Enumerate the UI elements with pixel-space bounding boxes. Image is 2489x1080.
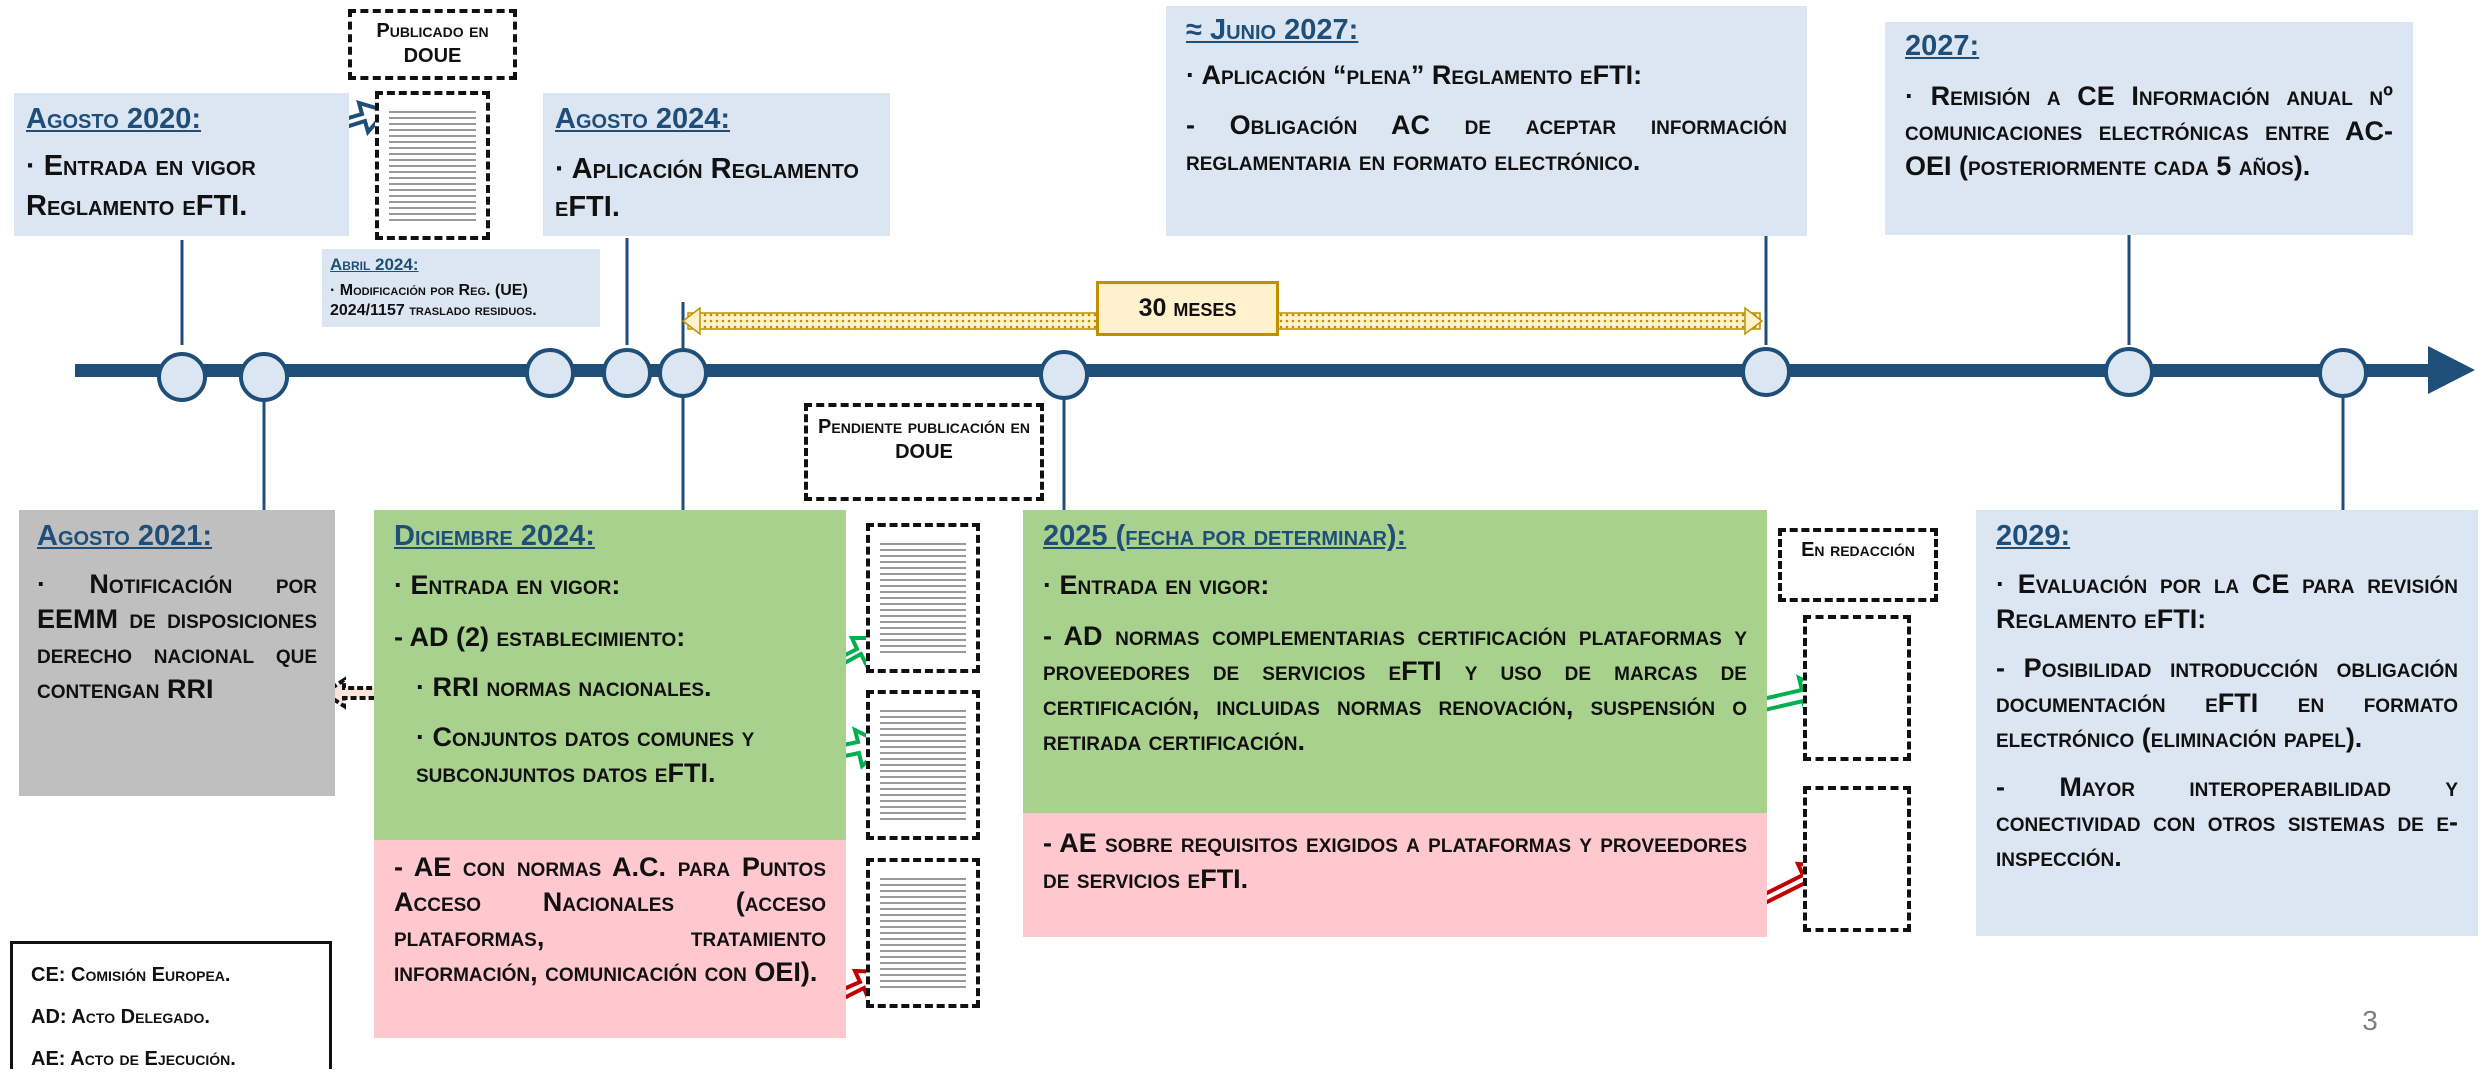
publicado-label: Publicado en DOUE xyxy=(348,9,517,80)
publicado-text: Publicado en DOUE xyxy=(376,20,489,67)
document-ad1-thumbnail xyxy=(866,523,980,673)
legend-item: CE: Comisión Europea. xyxy=(31,964,231,986)
thirty-months-label: 30 meses xyxy=(1096,281,1279,336)
event-line: · Notificación por EEMM de disposiciones… xyxy=(37,569,317,704)
node-agosto2021 xyxy=(239,352,289,402)
event-line: - AD (2) establecimiento: xyxy=(394,622,686,652)
event-y2029: 2029: · Evaluación por la CE para revisi… xyxy=(1976,510,2478,936)
event-line: - AE sobre requisitos exigidos a platafo… xyxy=(1043,828,1747,894)
document-ae-thumbnail xyxy=(866,858,980,1008)
event-title: Diciembre 2024: xyxy=(394,520,595,552)
event-title: Agosto 2024: xyxy=(555,103,731,135)
event-line: · Aplicación Reglamento eFTI. xyxy=(555,153,859,223)
node-junio2027 xyxy=(1741,347,1791,397)
node-abril2024 xyxy=(525,348,575,398)
event-agosto2020: Agosto 2020: · Entrada en vigor Reglamen… xyxy=(14,93,349,236)
node-y2025 xyxy=(1039,350,1089,400)
event-line: · Entrada en vigor: xyxy=(394,570,621,600)
event-title: Abril 2024: xyxy=(330,255,419,274)
node-agosto2024 xyxy=(602,348,652,398)
document-pending-1-placeholder xyxy=(1803,615,1911,761)
redaccion-text: En redacción xyxy=(1801,539,1915,561)
pendiente-label: Pendiente publicación en DOUE xyxy=(804,403,1044,501)
event-line: · Evaluación por la CE para revisión Reg… xyxy=(1996,569,2458,634)
page-number: 3 xyxy=(2362,1005,2378,1036)
thirty-months-text: 30 meses xyxy=(1138,294,1237,322)
event-agosto2021: Agosto 2021: · Notificación por EEMM de … xyxy=(19,510,335,796)
event-line: · Conjuntos datos comunes y subconjuntos… xyxy=(416,722,755,788)
event-line: · Modificación por Reg. (UE) 2024/1157 t… xyxy=(330,282,537,319)
event-line: · RRI normas nacionales. xyxy=(416,672,712,702)
event-title: ≈ Junio 2027: xyxy=(1186,14,1359,46)
node-y2029 xyxy=(2318,348,2368,398)
span-arrow-left xyxy=(681,306,701,336)
event-abril2024: Abril 2024: · Modificación por Reg. (UE)… xyxy=(322,249,600,327)
node-agosto2020 xyxy=(157,352,207,402)
event-line: - AD normas complementarias certificació… xyxy=(1043,621,1747,756)
event-line: - AE con normas A.C. para Puntos Acceso … xyxy=(394,852,826,987)
pendiente-text: Pendiente publicación en DOUE xyxy=(818,416,1030,463)
event-line: - Mayor interoperabilidad y conectividad… xyxy=(1996,772,2458,872)
event-y2025: 2025 (fecha por determinar): · Entrada e… xyxy=(1023,510,1767,813)
node-y2027 xyxy=(2104,347,2154,397)
event-title: Agosto 2021: xyxy=(37,520,213,552)
document-ad2-thumbnail xyxy=(866,690,980,840)
event-line: - Obligación AC de aceptar información r… xyxy=(1186,110,1787,176)
node-diciembre2024 xyxy=(658,348,708,398)
event-title: 2027: xyxy=(1905,30,1980,62)
event-y2027: 2027: · Remisión a CE Información anual … xyxy=(1885,22,2413,235)
event-line: · Entrada en vigor: xyxy=(1043,570,1270,600)
abbreviation-legend: CE: Comisión Europea. AD: Acto Delegado.… xyxy=(10,941,332,1070)
span-arrow-right xyxy=(1744,306,1764,336)
timeline-arrowhead xyxy=(2428,346,2475,394)
document-pending-2-placeholder xyxy=(1803,786,1911,932)
event-line: · Entrada en vigor Reglamento eFTI. xyxy=(26,150,256,222)
event-title: 2029: xyxy=(1996,520,2071,552)
event-line: · Aplicación “plena” Reglamento eFTI: xyxy=(1186,60,1643,90)
redaccion-label: En redacción xyxy=(1778,528,1938,602)
event-line: - Posibilidad introducción obligación do… xyxy=(1996,653,2458,753)
event-y2025-ae: - AE sobre requisitos exigidos a platafo… xyxy=(1023,813,1767,937)
event-diciembre2024: Diciembre 2024: · Entrada en vigor: - AD… xyxy=(374,510,846,840)
event-title: 2025 (fecha por determinar): xyxy=(1043,520,1407,552)
arrow-double-rri xyxy=(320,676,412,710)
timeline-axis xyxy=(75,364,2430,377)
event-diciembre2024-ae: - AE con normas A.C. para Puntos Acceso … xyxy=(374,840,846,1038)
event-line: · Remisión a CE Información anual nº com… xyxy=(1905,81,2393,181)
document-publicado-thumbnail xyxy=(375,91,490,240)
event-title: Agosto 2020: xyxy=(26,103,202,135)
event-junio2027: ≈ Junio 2027: · Aplicación “plena” Regla… xyxy=(1166,6,1807,236)
legend-item: AE: Acto de Ejecución. xyxy=(31,1048,236,1070)
event-agosto2024: Agosto 2024: · Aplicación Reglamento eFT… xyxy=(543,93,890,236)
legend-item: AD: Acto Delegado. xyxy=(31,1006,210,1028)
